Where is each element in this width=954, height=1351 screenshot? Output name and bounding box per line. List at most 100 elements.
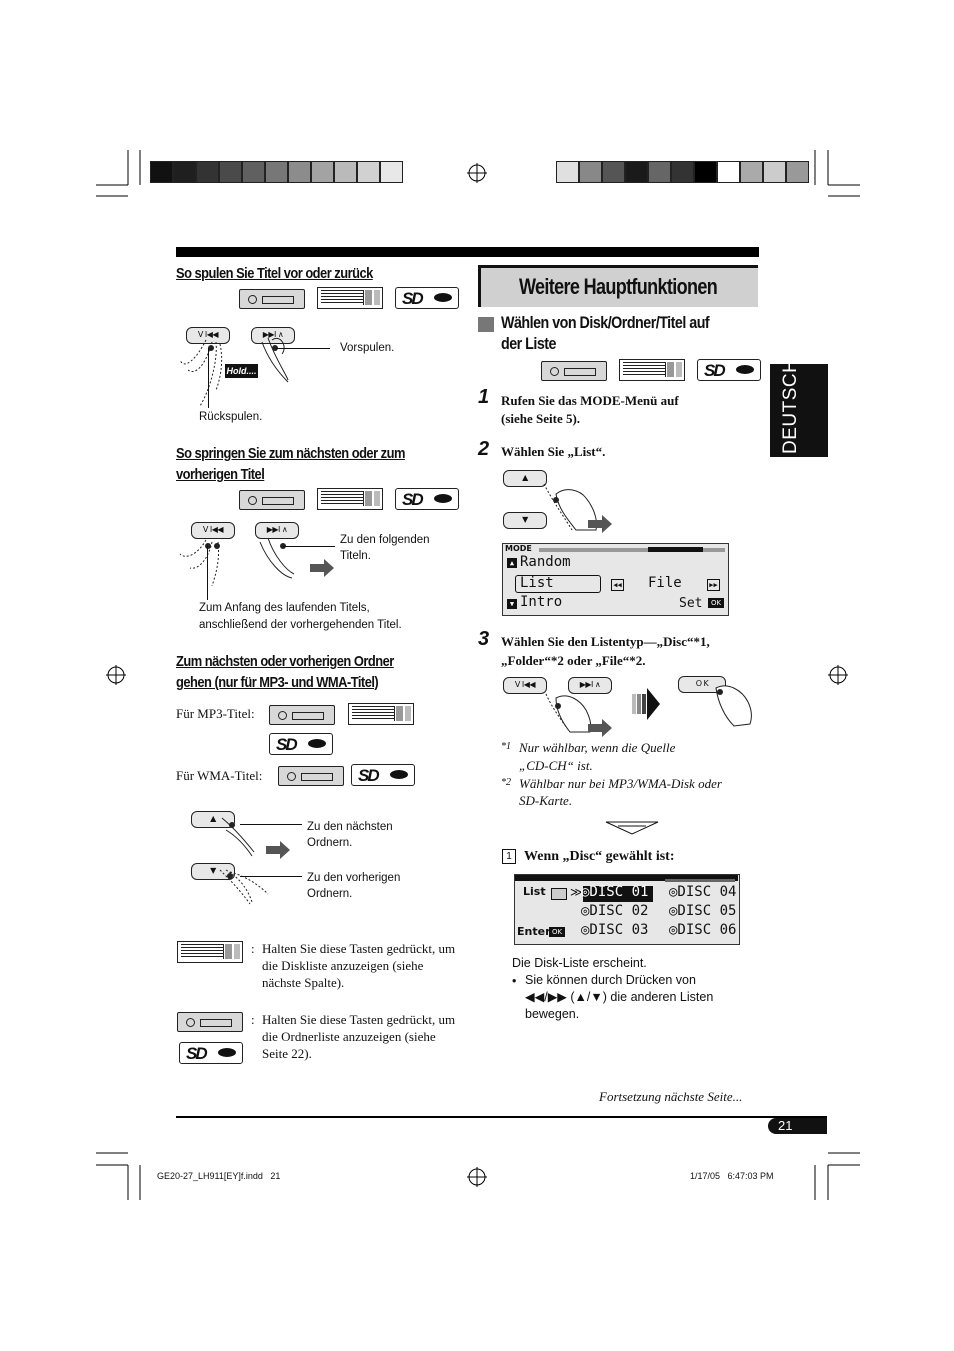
step-number: 1 — [478, 386, 490, 408]
backward-label: Rückspulen. — [199, 411, 263, 423]
lcd-disc-item: ◎DISC 05 — [669, 903, 737, 919]
ok-button[interactable]: O K — [678, 676, 726, 693]
next-track-button[interactable]: ▶▶I ∧ — [255, 522, 299, 539]
prev-track-button[interactable]: V I◀◀ — [503, 677, 547, 694]
step-number: 2 — [478, 438, 490, 460]
section-title-skip-l1: So springen Sie zum nächsten oder zum — [176, 445, 405, 462]
sub-title-l2: der Liste — [501, 334, 557, 353]
bottom-rule — [176, 1116, 827, 1118]
disk-list-icon — [348, 703, 414, 725]
cd-button-icon — [239, 289, 305, 309]
leader-line-folder-next — [240, 824, 302, 825]
finger-press-icon — [545, 693, 612, 737]
lcd-disc-item: ◎DISC 01 — [581, 884, 649, 900]
lcd-mode-header: MODE — [505, 544, 532, 553]
next-tracks-label: Zu den folgenden Titeln. — [340, 534, 430, 562]
step3-text-l2: „Folder“*2 oder „File“*2. — [501, 653, 646, 668]
prev-tracks-label-l2: anschließend der vorhergehenden Titel. — [199, 619, 402, 631]
next-track-button[interactable]: ▶▶I ∧ — [568, 677, 612, 694]
lcd-disc-item: ◎DISC 02 — [581, 903, 649, 919]
top-rule — [176, 247, 759, 257]
lcd-ok-badge: OK — [708, 598, 724, 608]
cd-button-icon — [239, 490, 305, 510]
disk-list-icon — [177, 941, 243, 963]
language-tab: DEUTSCH — [770, 359, 828, 457]
wma-label: Für WMA-Titel: — [176, 768, 263, 783]
hold-badge: Hold.... — [225, 364, 258, 378]
step3-text-l1: Wählen Sie den Listentyp—„Disc“*1, — [501, 634, 710, 649]
disc-list-display: List Enter OK ≫ ◎DISC 01◎DISC 04◎DISC 02… — [514, 874, 740, 945]
lcd-next-icon: ▶▶ — [707, 579, 720, 591]
section-title-seek: So spulen Sie Titel vor oder zurück — [176, 265, 373, 282]
big-arrow-icon — [632, 688, 660, 720]
footnote-mark-2: *2 — [501, 777, 511, 788]
cd-button-icon — [269, 705, 335, 725]
sd-card-icon: SD — [697, 359, 761, 381]
lcd-disc-selected — [583, 886, 653, 902]
finger-press-icon — [219, 817, 290, 905]
finger-press-icon — [715, 685, 752, 727]
lcd-right-bar — [665, 879, 735, 882]
lcd-disc-item: ◎DISC 04 — [669, 884, 737, 900]
sd-card-icon: SD — [269, 733, 333, 755]
lcd-ok-badge: OK — [549, 927, 565, 937]
note-folder-list: Halten Sie diese Tasten gedrückt, um die… — [262, 1012, 456, 1061]
footnote-2-l1: Wählbar nur bei MP3/WMA-Disk oder — [519, 776, 722, 791]
leader-line-folder-prev — [240, 876, 302, 877]
lcd-random: Random — [520, 554, 571, 570]
lcd-cursor-icon: ≫ — [570, 885, 583, 899]
sub-title-l1: Wählen von Disk/Ordner/Titel auf — [501, 313, 710, 332]
disk-list-icon — [317, 287, 383, 309]
cd-button-icon — [541, 361, 607, 381]
step1-text-l2: (siehe Seite 5). — [501, 411, 581, 426]
footer-date: 1/17/05 6:47:03 PM — [690, 1171, 774, 1181]
footnote-mark-1: *1 — [501, 741, 511, 752]
note-disk-list: Halten Sie diese Tasten gedrückt, um die… — [262, 941, 456, 990]
step-number: 3 — [478, 628, 490, 650]
leader-line-next — [283, 546, 335, 547]
down-outline-arrow-icon — [605, 821, 659, 835]
section-title-skip-l2: vorherigen Titel — [176, 466, 265, 483]
page-number-tab: 21 — [768, 1118, 827, 1134]
down-button[interactable]: ▼ — [503, 512, 547, 529]
lcd-enter-label: Enter — [517, 925, 551, 938]
sd-card-icon: SD — [351, 764, 415, 786]
prev-track-button[interactable]: V I◀◀ — [186, 327, 230, 344]
section-title-folder-l1: Zum nächsten oder vorherigen Ordner — [176, 653, 394, 670]
sd-card-icon: SD — [395, 488, 459, 510]
main-title: Weitere Hauptfunktionen — [519, 274, 718, 299]
note-colon: : — [251, 1012, 255, 1027]
up-arrow-icon: ▲ — [507, 558, 517, 568]
leader-line-prev — [207, 545, 208, 600]
lcd-disc-item: ◎DISC 03 — [581, 922, 649, 938]
case-title: Wenn „Disc“ gewählt ist: — [524, 849, 675, 864]
disc-grid: ◎DISC 01 ◎DISC 04 ◎DISC 02 ◎DISC 05 ◎DISC 03… — [581, 884, 741, 944]
folder-down-button[interactable]: ▼ — [191, 863, 235, 880]
case-marker: 1 — [502, 849, 516, 864]
bullet-text-l3: bewegen. — [525, 1007, 580, 1021]
main-title-box: Weitere Hauptfunktionen — [478, 265, 758, 307]
bullet-icon: • — [512, 974, 517, 988]
step1-text-l1: Rufen Sie das MODE-Menü auf — [501, 393, 679, 408]
lcd-list-selected — [515, 575, 601, 593]
folder-next-label: Zu den nächsten Ordnern. — [307, 821, 393, 849]
language-tab-label: DEUTSCH — [780, 358, 801, 454]
sd-card-icon: SD — [395, 287, 459, 309]
mode-menu-display: MODE ▲ Random List ◀◀ File ▶▶ ▼ Intro Se… — [502, 543, 729, 616]
folder-up-button[interactable]: ▲ — [191, 811, 235, 828]
finger-press-icon — [179, 537, 334, 587]
step2-text: Wählen Sie „List“. — [501, 444, 606, 459]
prev-tracks-label-l1: Zum Anfang des laufenden Titels, — [199, 602, 370, 614]
mp3-label: Für MP3-Titel: — [176, 706, 255, 721]
cd-button-icon — [177, 1012, 243, 1032]
forward-label: Vorspulen. — [340, 342, 395, 354]
up-button[interactable]: ▲ — [503, 470, 547, 487]
folder-prev-label: Zu den vorherigen Ordnern. — [307, 872, 401, 900]
prev-track-button[interactable]: V I◀◀ — [191, 522, 235, 539]
lcd-list-icon — [551, 888, 567, 900]
lcd-list: List — [520, 575, 554, 591]
next-track-button[interactable]: ▶▶I ∧ — [251, 327, 295, 344]
footnote-1-l2: „CD-CH“ ist. — [519, 758, 593, 773]
section-title-folder-l2: gehen (nur für MP3- und WMA-Titel) — [176, 674, 379, 691]
